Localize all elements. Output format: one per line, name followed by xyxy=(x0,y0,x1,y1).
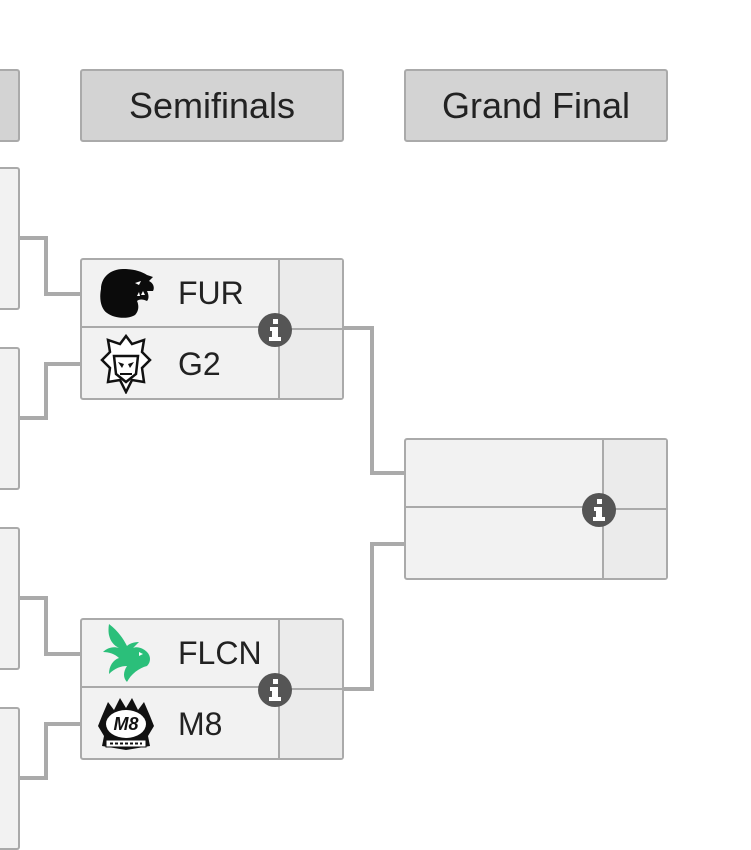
quarterfinals-header-partial xyxy=(0,69,20,142)
team-slot-g2[interactable]: G2 xyxy=(82,330,342,398)
round-header-semifinals: Semifinals xyxy=(80,69,344,142)
team-slot-flcn[interactable]: FLCN xyxy=(82,620,342,688)
team-slot-m8[interactable]: M8 M8 xyxy=(82,690,342,758)
team-slot-fur[interactable]: FUR xyxy=(82,260,342,328)
round-header-grand-final-label: Grand Final xyxy=(441,84,631,126)
g2-samurai-logo-icon xyxy=(94,332,158,396)
semifinal-match-1[interactable]: FUR G2 xyxy=(80,258,344,400)
round-header-grand-final: Grand Final xyxy=(404,69,668,142)
falcons-logo-icon xyxy=(94,621,158,685)
team-name: M8 xyxy=(178,705,223,742)
svg-text:M8: M8 xyxy=(113,714,138,734)
info-icon[interactable] xyxy=(258,673,292,707)
score-column xyxy=(278,260,342,398)
score-divider xyxy=(280,328,342,330)
round-header-semifinals-label: Semifinals xyxy=(128,84,296,126)
info-icon[interactable] xyxy=(258,313,292,347)
team-name: FUR xyxy=(178,274,244,311)
team-slot-tbd-top[interactable] xyxy=(406,440,666,508)
score-divider xyxy=(280,688,342,690)
semifinal-match-2[interactable]: FLCN M8 M8 xyxy=(80,618,344,760)
team-name: FLCN xyxy=(178,634,262,671)
score-divider xyxy=(604,508,666,510)
furia-panther-logo-icon xyxy=(94,261,158,325)
grand-final-match[interactable] xyxy=(404,438,668,580)
team-name: G2 xyxy=(178,345,221,382)
m8-alpine-logo-icon: M8 xyxy=(94,692,158,756)
info-icon[interactable] xyxy=(582,493,616,527)
